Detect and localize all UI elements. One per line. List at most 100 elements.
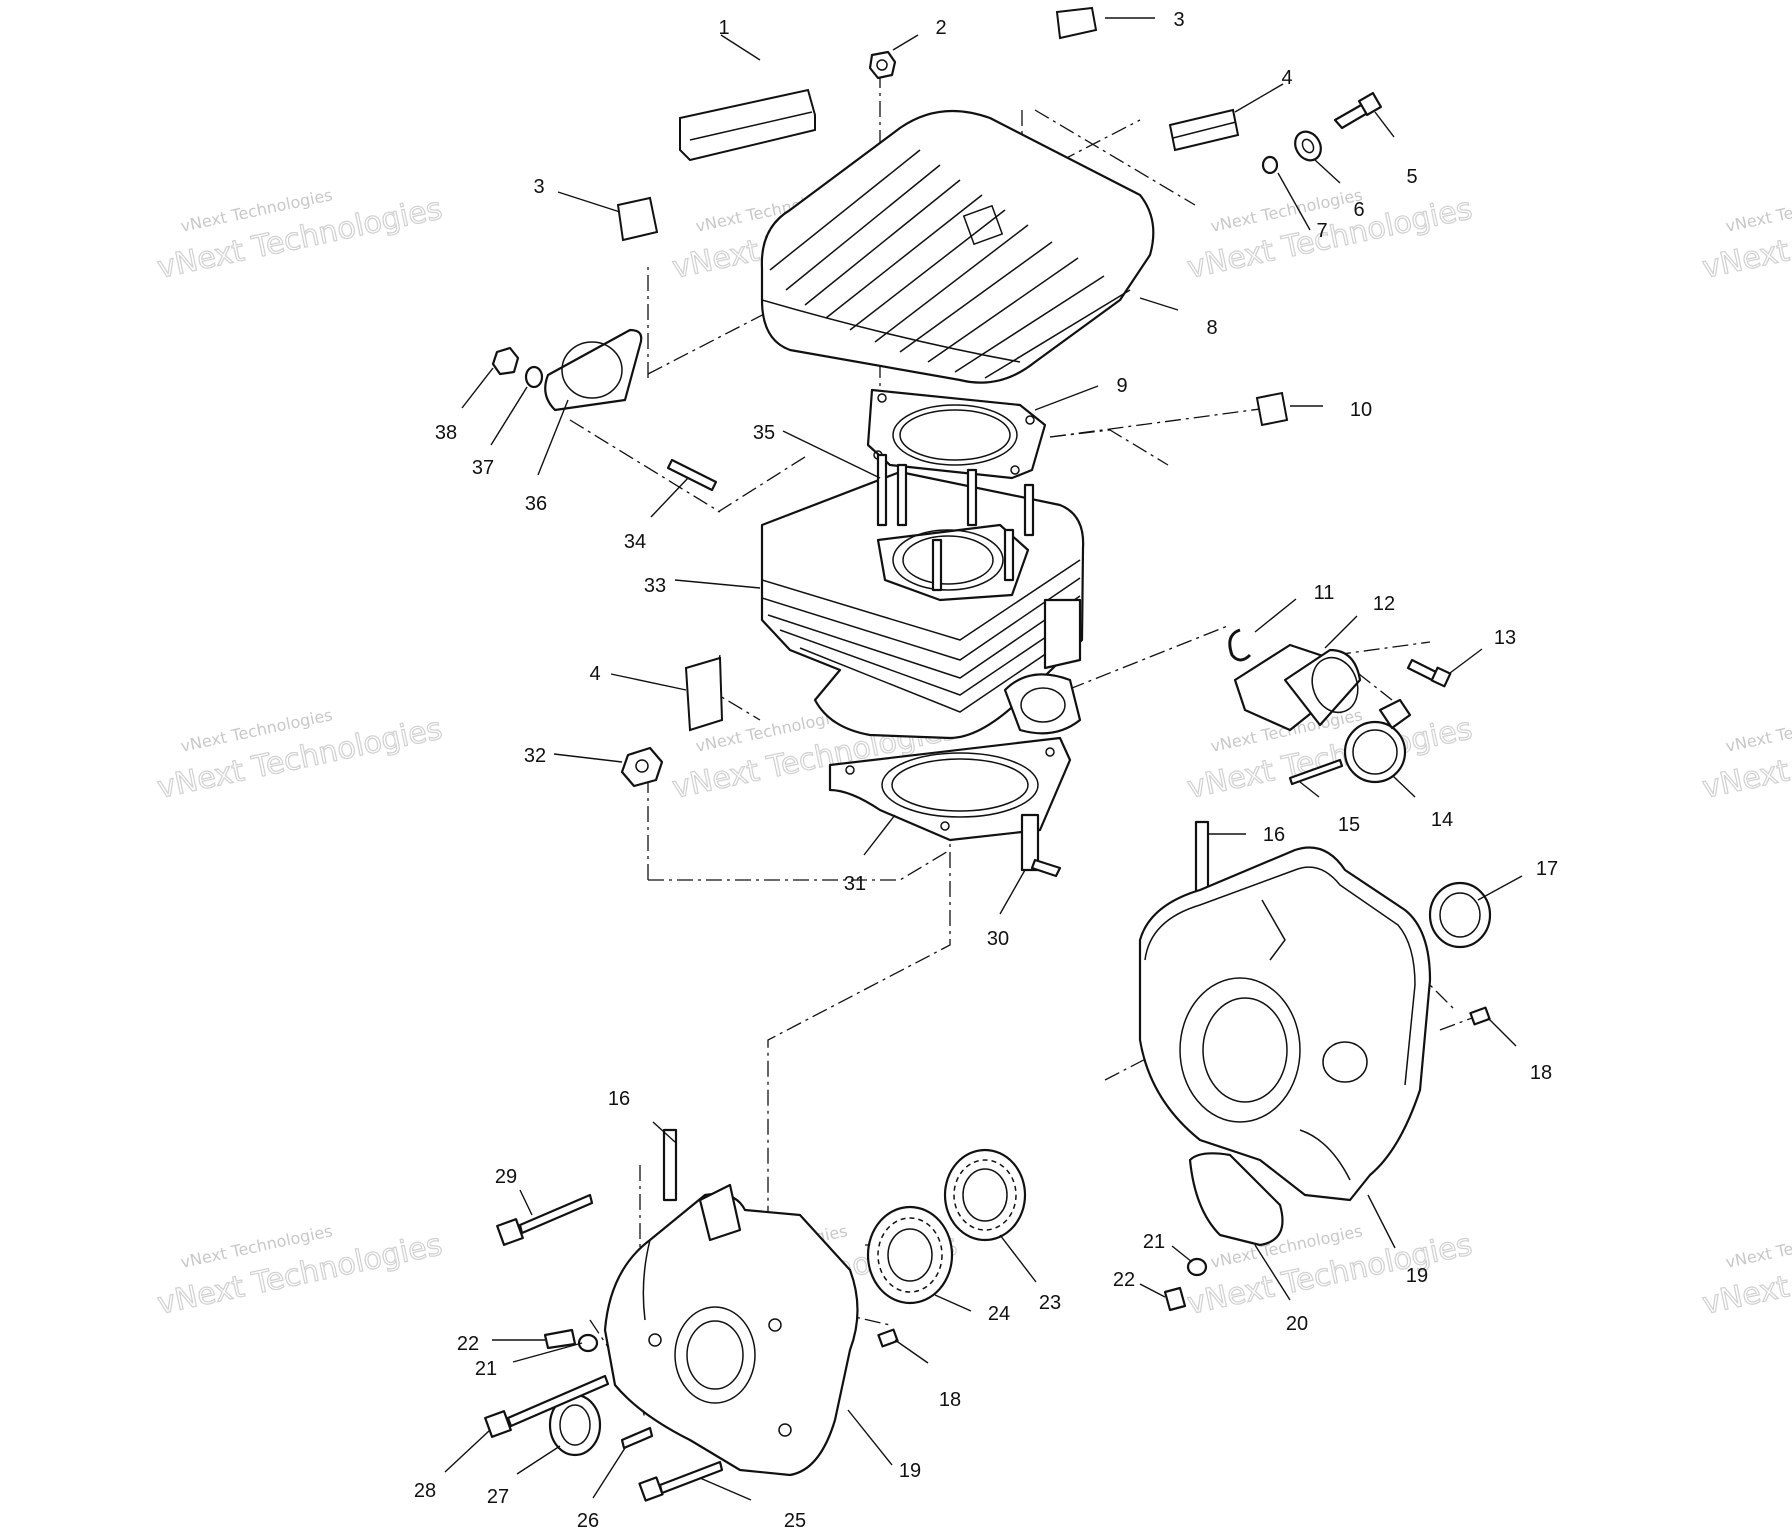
foam-block-right <box>1255 391 1289 427</box>
main-bearing <box>943 1148 1027 1242</box>
leader-25 <box>699 1477 752 1501</box>
alignment-line <box>648 849 951 881</box>
head-nut <box>868 50 897 80</box>
alignment-line <box>1034 109 1196 206</box>
callout-33: 33 <box>644 575 666 597</box>
gasket-hole <box>1045 747 1055 757</box>
crankcase-rib <box>1261 899 1286 961</box>
crankcase-left-half <box>603 1192 859 1477</box>
cooling-fin <box>899 241 1053 353</box>
leader-28 <box>444 1429 491 1473</box>
hose-clamp <box>1343 720 1407 784</box>
callout-labels: 1 2 3 3 4 4 5 6 7 8 9 10 11 12 13 14 15 … <box>414 9 1558 1532</box>
watermark: vNext Technologies vNext Technologies <box>1184 185 1476 286</box>
callout-24: 24 <box>988 1303 1010 1325</box>
dowel-pin <box>877 1328 899 1348</box>
leader-26 <box>592 1447 626 1499</box>
callout-34: 34 <box>624 531 646 553</box>
crank-seal-inner <box>559 1404 591 1446</box>
alignment-line <box>717 454 809 513</box>
crank-seal <box>1428 881 1492 949</box>
leader-4a <box>1234 83 1284 113</box>
leader-21b <box>512 1342 583 1363</box>
leader-6 <box>1314 159 1341 184</box>
alignment-line <box>767 765 951 1240</box>
intake-boot-opening <box>1311 656 1359 714</box>
head-gasket-bore-inner <box>899 409 1011 461</box>
foam-pads <box>616 6 1289 732</box>
leader-19a <box>1367 1194 1396 1249</box>
foam-pad-edge <box>1172 121 1237 139</box>
hose-clamp-tab <box>1378 698 1412 730</box>
crankcase-port <box>1322 1041 1368 1083</box>
crankcase-bore-inner <box>1202 997 1288 1103</box>
washer <box>577 1333 599 1353</box>
leader-24 <box>934 1294 972 1312</box>
callout-27: 27 <box>487 1486 509 1508</box>
watermark: vNext Technologies vNext Technologies <box>1699 1221 1792 1322</box>
cylinder-fin <box>761 559 1081 641</box>
cooling-fin <box>785 164 941 291</box>
callout-20: 20 <box>1286 1313 1308 1335</box>
hose-clamp-inner <box>1352 729 1398 775</box>
leader-1 <box>720 34 761 61</box>
leader-12 <box>1324 615 1358 649</box>
leader-15 <box>1299 781 1320 798</box>
cooling-fin <box>927 257 1079 363</box>
leader-38 <box>461 367 494 409</box>
leader-8 <box>1139 297 1179 311</box>
cylinder-fin <box>799 631 1079 713</box>
callout-36: 36 <box>525 493 547 515</box>
leader-16b <box>652 1121 676 1143</box>
head-bolt-head <box>1357 91 1383 117</box>
long-case-bolt-head <box>496 1218 524 1246</box>
crankcase-hole <box>778 1423 792 1437</box>
leader-lines <box>444 17 1523 1501</box>
watermark: vNext Technologies vNext Technologies <box>154 705 446 806</box>
main-bearing-bore <box>962 1168 1008 1222</box>
callout-7: 7 <box>1316 220 1327 242</box>
leader-30 <box>999 869 1026 915</box>
alignment-line <box>569 419 721 513</box>
head-gasket <box>866 388 1047 480</box>
case-gasket <box>1188 1152 1284 1247</box>
intake-manifold-boot <box>1283 648 1362 727</box>
cylinder-fin <box>767 595 1081 679</box>
foam-pad-4-side <box>684 656 724 732</box>
long-case-bolt-head <box>484 1410 512 1438</box>
intake-screw-head <box>1430 666 1452 688</box>
intake-boss <box>1043 598 1082 670</box>
leader-21a <box>1171 1245 1193 1263</box>
alignment-line <box>1041 624 1231 701</box>
leader-18b <box>894 1339 929 1364</box>
leader-5 <box>1374 111 1395 138</box>
bolt <box>543 1328 577 1350</box>
crankcase-bore <box>1179 977 1301 1123</box>
cylinder-stud <box>1003 528 1015 582</box>
crankcase-hole <box>648 1333 662 1347</box>
cylinder-stud <box>876 453 888 527</box>
cylinder <box>760 453 1085 740</box>
callout-31: 31 <box>844 873 866 895</box>
cylinder-stud <box>896 463 908 527</box>
callout-4: 4 <box>1281 67 1292 89</box>
callout-26: 26 <box>577 1510 599 1532</box>
alignment-line <box>1334 641 1431 656</box>
gasket-hole <box>845 765 855 775</box>
callout-28: 28 <box>414 1480 436 1502</box>
leader-2 <box>892 34 919 51</box>
callout-16: 16 <box>608 1088 630 1110</box>
watermark: vNext Technologies vNext Technologies <box>1184 705 1476 806</box>
crankcase-stud <box>662 1128 678 1202</box>
crankcase-right <box>1138 846 1432 1202</box>
foam-block-left <box>616 196 659 242</box>
crankcase-bore <box>674 1306 756 1404</box>
long-case-bolt <box>518 1193 594 1235</box>
primer-fitting <box>1020 813 1040 872</box>
washer <box>1186 1257 1208 1277</box>
flange-washer <box>524 365 544 389</box>
gasket-hole <box>1010 465 1020 475</box>
main-bearing <box>866 1205 954 1305</box>
short-bolt <box>620 1426 654 1450</box>
case-bolt-head <box>638 1476 664 1502</box>
